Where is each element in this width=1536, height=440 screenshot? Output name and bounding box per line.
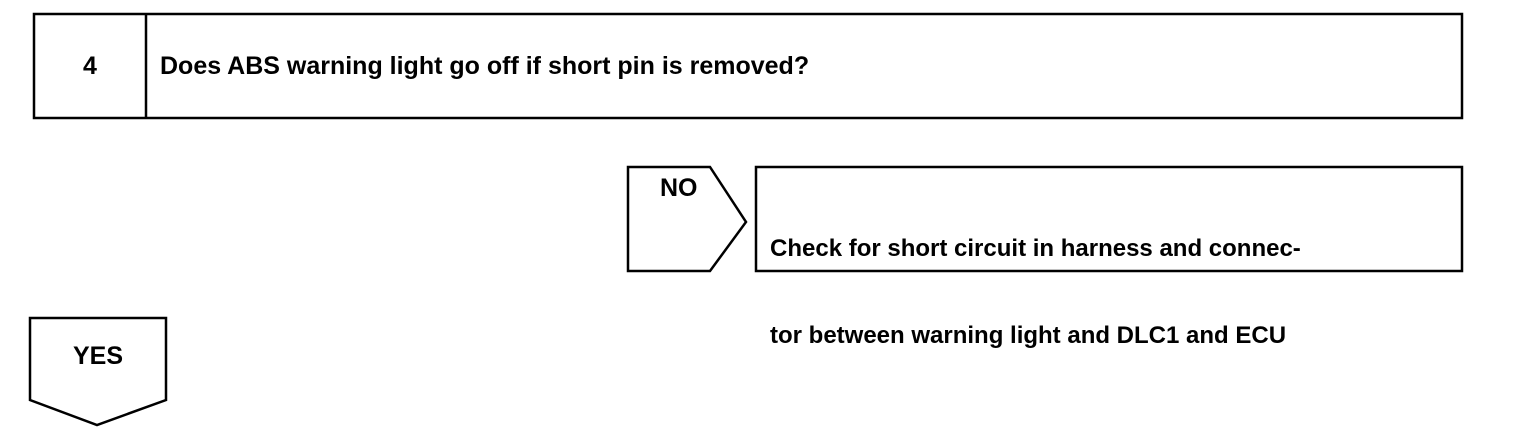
yes-label: YES — [72, 342, 124, 370]
action-line-1: Check for short circuit in harness and c… — [770, 235, 1301, 262]
no-arrow-shape — [626, 165, 748, 273]
action-line-2: tor between warning light and DLC1 and E… — [770, 322, 1287, 349]
action-text: Check for short circuit in harness and c… — [770, 176, 1452, 379]
step-number: 4 — [83, 51, 97, 80]
step-box — [32, 12, 1464, 120]
step-question: Does ABS warning light go off if short p… — [160, 51, 810, 80]
action-box — [754, 165, 1464, 273]
yes-arrow-shape — [28, 316, 168, 427]
no-label: NO — [660, 174, 698, 202]
